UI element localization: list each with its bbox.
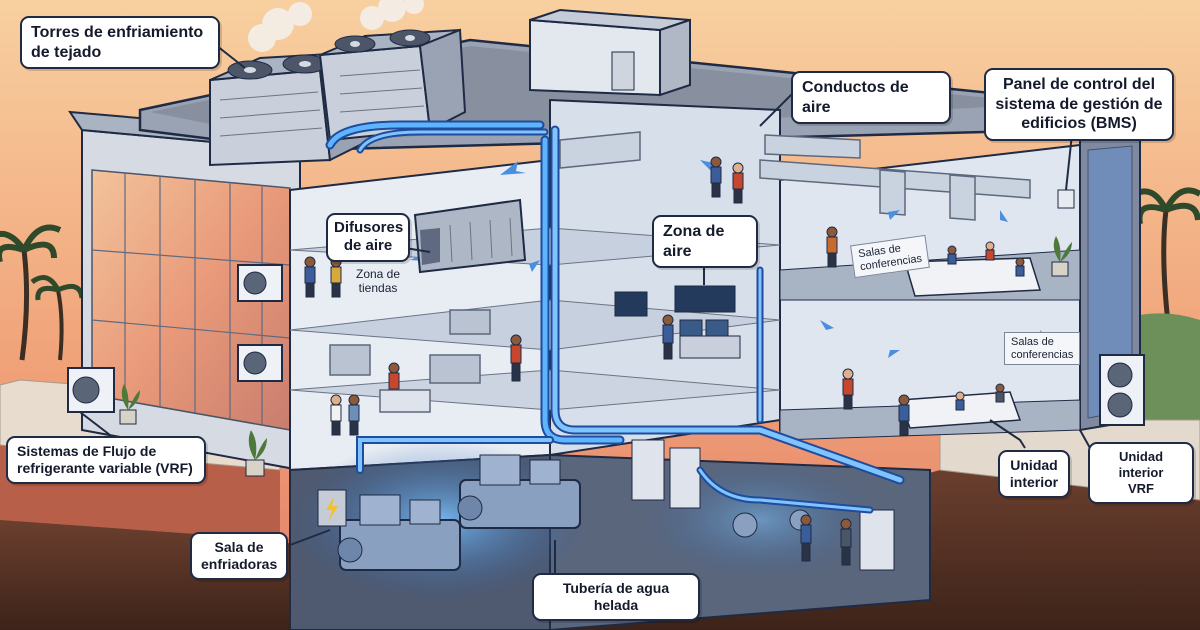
fan-icon: [335, 36, 375, 52]
label-chiller-room: Sala de enfriadoras: [190, 532, 288, 580]
fan-icon: [244, 272, 266, 294]
label-air-zone: Zona de aire: [652, 215, 758, 268]
control-desk: [680, 336, 740, 358]
label-chilled-water-pipe: Tubería de agua helada: [532, 573, 700, 621]
label-cooling-towers: Torres de enfriamiento de tejado: [20, 16, 220, 69]
label-bms-panel: Panel de control del sistema de gestión …: [984, 68, 1174, 141]
roof-access-structure: [530, 10, 690, 95]
bms-panel-device: [1058, 190, 1074, 208]
fan-icon: [244, 352, 266, 374]
fan-icon: [73, 377, 99, 403]
label-conference-rooms-lower: Salas de conferencias: [1004, 332, 1080, 365]
electrical-panel: [318, 490, 346, 526]
label-vrf-systems: Sistemas de Flujo de refrigerante variab…: [6, 436, 206, 484]
label-air-ducts: Conductos de aire: [791, 71, 951, 124]
label-vrf-indoor-unit: Unidad interior VRF: [1088, 442, 1194, 504]
label-air-diffusers: Difusores de aire: [326, 213, 410, 262]
fan-icon: [390, 30, 430, 46]
fan-icon: [228, 61, 272, 79]
fan-icon: [1108, 393, 1132, 417]
label-store-zone: Zona de tiendas: [356, 268, 400, 296]
label-indoor-unit: Unidad interior: [998, 450, 1070, 498]
fan-icon: [1108, 363, 1132, 387]
